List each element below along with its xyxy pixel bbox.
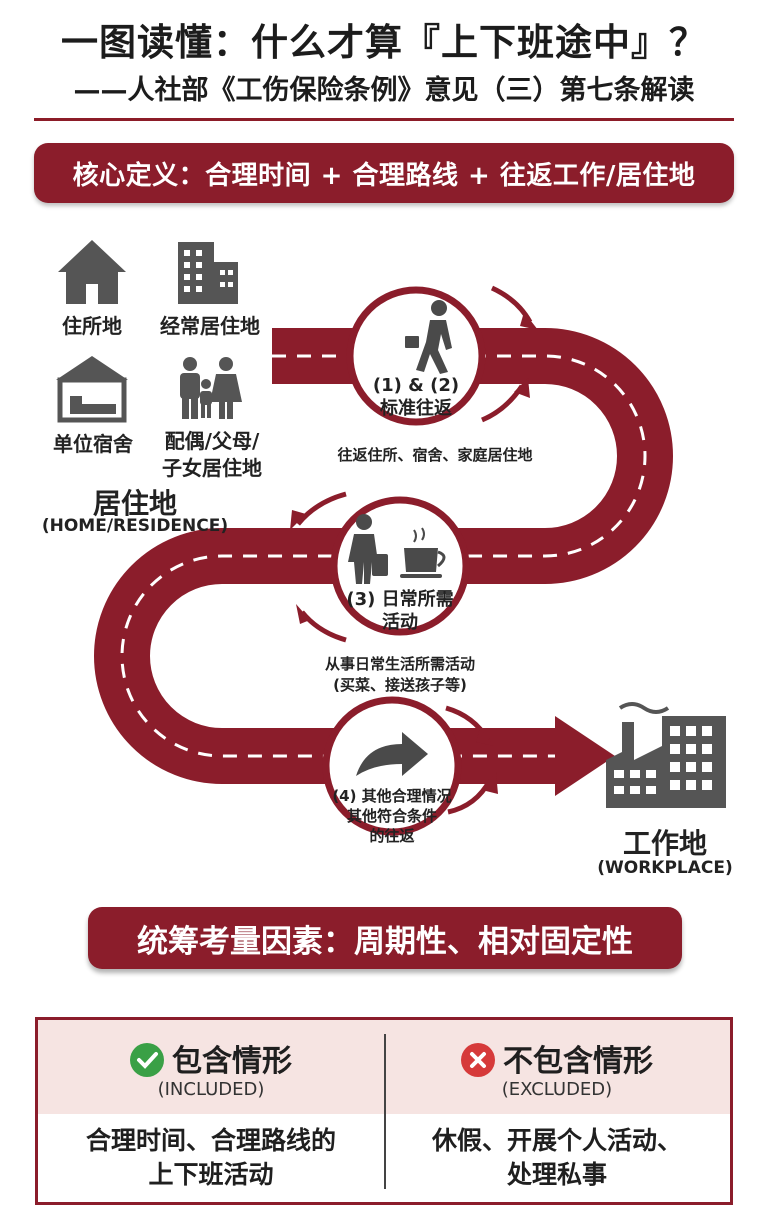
factory-icon bbox=[606, 702, 726, 808]
core-definition-banner: 核心定义：合理时间 + 合理路线 + 往返工作/居住地 bbox=[34, 143, 734, 203]
house-icon bbox=[58, 240, 126, 304]
motion-arrows bbox=[290, 285, 538, 815]
stop-label-line: 的往返 bbox=[369, 827, 415, 845]
excluded-line: 休假、开展个人活动、 bbox=[431, 1126, 682, 1155]
included-title-row: 包含情形 bbox=[38, 1036, 384, 1080]
stop-caption-line: 从事日常生活所需活动 bbox=[324, 655, 475, 673]
home-icon-label-line: 子女居住地 bbox=[162, 456, 262, 480]
apartment-building-icon bbox=[178, 242, 238, 304]
home-icon-label: 单位宿舍 bbox=[53, 432, 133, 456]
stop-label-line: (3) 日常所需 bbox=[346, 589, 454, 610]
excluded-body: 休假、开展个人活动、 处理私事 bbox=[384, 1114, 730, 1202]
excluded-title: 不包含情形 bbox=[503, 1044, 653, 1079]
stop-label: (1) & (2) 标准往返 bbox=[366, 374, 466, 420]
comparison-table: 包含情形 (INCLUDED) 不包含情形 (EXCLUDED) 合理时间、合理… bbox=[35, 1017, 733, 1205]
stop-caption: 往返住所、宿舍、家庭居住地 bbox=[337, 446, 533, 464]
excluded-title-row: 不包含情形 bbox=[384, 1036, 730, 1080]
x-circle-icon bbox=[461, 1042, 495, 1077]
stop-label-line: (4) 其他合理情况 bbox=[332, 787, 452, 805]
walking-commuter-icon bbox=[405, 300, 452, 374]
excluded-subtitle: (EXCLUDED) bbox=[501, 1079, 613, 1100]
included-line: 上下班活动 bbox=[148, 1160, 274, 1189]
family-icon bbox=[180, 357, 242, 419]
stop-circle-daily-needs bbox=[330, 496, 470, 636]
stop-caption-line: (买菜、接送孩子等) bbox=[333, 676, 467, 694]
arrow-turn-icon bbox=[356, 732, 428, 776]
home-icon-label: 经常居住地 bbox=[160, 314, 260, 338]
stop-label: (3) 日常所需 活动 bbox=[330, 588, 470, 634]
stop-circle-other bbox=[322, 696, 462, 836]
included-title: 包含情形 bbox=[172, 1044, 292, 1079]
stop-label-line: (1) & (2) bbox=[372, 375, 460, 396]
workplace-label-en: (WORKPLACE) bbox=[597, 858, 733, 878]
home-icon-label-line: 配偶/父母/ bbox=[164, 429, 260, 453]
check-circle-icon bbox=[130, 1042, 164, 1077]
stop-label-line: 其他符合条件 bbox=[346, 807, 437, 825]
home-label-en: (HOME/RESIDENCE) bbox=[41, 516, 229, 536]
stop-label-line: 活动 bbox=[382, 612, 418, 633]
stop-label: (4) 其他合理情况 其他符合条件 的往返 bbox=[316, 786, 468, 846]
excluded-header: 不包含情形 (EXCLUDED) bbox=[384, 1020, 730, 1114]
column-divider bbox=[384, 1034, 386, 1189]
page-subtitle: ——人社部《工伤保险条例》意见（三）第七条解读 bbox=[73, 75, 695, 106]
title-divider bbox=[34, 118, 734, 121]
stop-caption: 从事日常生活所需活动 (买菜、接送孩子等) bbox=[280, 654, 520, 696]
home-icon-label: 住所地 bbox=[62, 314, 122, 338]
included-subtitle: (INCLUDED) bbox=[157, 1079, 265, 1100]
dormitory-bed-icon bbox=[56, 356, 128, 423]
home-label: 居住地 bbox=[92, 487, 177, 520]
factors-banner: 统筹考量因素：周期性、相对固定性 bbox=[88, 907, 682, 969]
home-icon-label: 配偶/父母/ 子女居住地 bbox=[150, 428, 274, 482]
stop-label-line: 标准往返 bbox=[380, 398, 452, 419]
included-line: 合理时间、合理路线的 bbox=[85, 1126, 336, 1155]
excluded-line: 处理私事 bbox=[506, 1160, 607, 1189]
road-arrowhead bbox=[555, 716, 615, 796]
workplace-label: 工作地 bbox=[622, 827, 707, 860]
included-body: 合理时间、合理路线的 上下班活动 bbox=[38, 1114, 384, 1202]
included-header: 包含情形 (INCLUDED) bbox=[38, 1020, 384, 1114]
page-title: 一图读懂：什么才算『上下班途中』？ bbox=[61, 21, 707, 64]
shopping-coffee-icon bbox=[348, 514, 446, 584]
stop-circle-standard bbox=[346, 286, 486, 426]
